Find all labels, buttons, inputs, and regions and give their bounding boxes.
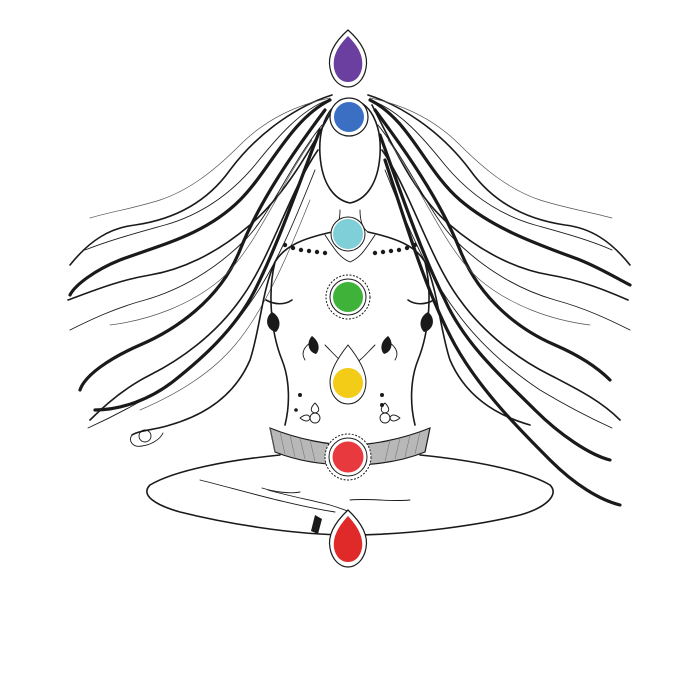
chakra-root-fill: [333, 516, 363, 562]
necklace: [282, 242, 418, 256]
chakra-sacral-fill: [332, 441, 364, 473]
hair-left: [67, 94, 336, 429]
chakra-third-eye-fill: [334, 102, 364, 132]
chakra-sacral: [324, 433, 372, 481]
chakra-third-eye: [329, 97, 369, 137]
torso: [270, 231, 430, 426]
hair-right: [367, 94, 632, 507]
arms: [130, 261, 531, 447]
chakra-crown-fill: [333, 36, 363, 82]
chakra-crown: [328, 29, 368, 88]
belly-ornament: [294, 393, 401, 424]
chakra-heart-fill: [333, 282, 363, 312]
chakra-throat-fill: [333, 219, 363, 249]
chakra-throat: [330, 216, 366, 252]
legs: [146, 454, 554, 536]
chakra-solar-plexus: [329, 344, 367, 405]
chakra-heart: [325, 274, 371, 320]
chakra-root: [328, 509, 368, 568]
chakra-solar-plexus-fill: [333, 368, 363, 398]
